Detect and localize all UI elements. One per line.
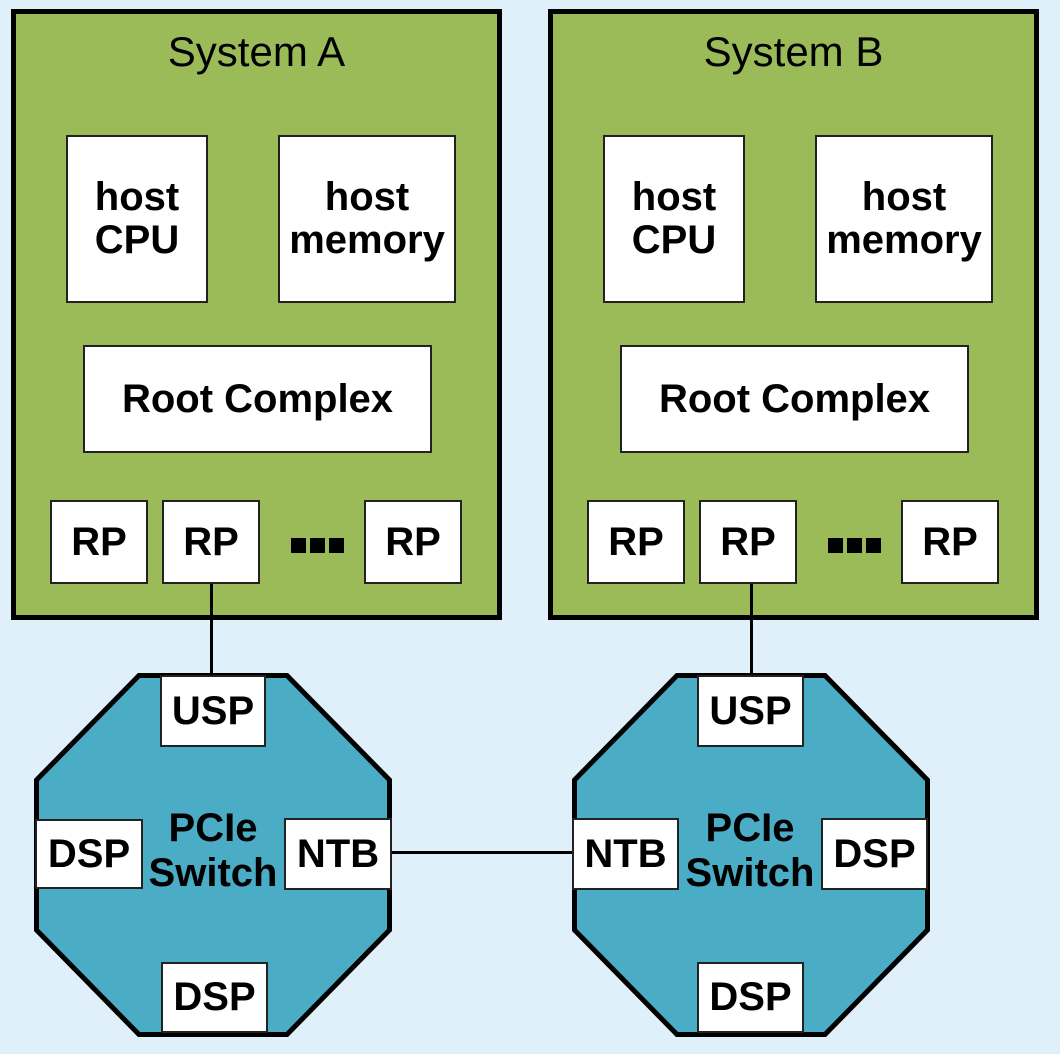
connector-ntb-to-ntb	[390, 851, 574, 854]
root-complex-label: Root Complex	[121, 376, 394, 421]
host-memory-line1: host	[861, 175, 947, 219]
switch-a-usp-port: USP	[160, 675, 266, 747]
host-cpu-line2: CPU	[631, 218, 717, 262]
root-complex-label: Root Complex	[658, 376, 931, 421]
system-b-rp3-box: RP	[901, 500, 999, 584]
switch-a-ntb-port: NTB	[284, 818, 392, 890]
host-cpu-line1: host	[94, 175, 180, 219]
rp-label: RP	[183, 519, 239, 564]
system-b-rp1-box: RP	[587, 500, 685, 584]
switch-a-dsp-bottom-port: DSP	[161, 962, 268, 1033]
rp-label: RP	[71, 519, 127, 564]
system-b-box: System B host CPU host memory Root Compl…	[548, 9, 1039, 620]
system-b-ellipsis	[828, 538, 881, 553]
system-b-title: System B	[703, 28, 884, 75]
host-cpu-line1: host	[631, 175, 717, 219]
system-b-host-cpu-box: host CPU	[603, 135, 745, 303]
rp-label: RP	[922, 519, 978, 564]
switch-b-usp-port: USP	[697, 675, 804, 747]
dsp-label: DSP	[833, 831, 916, 876]
rp-label: RP	[608, 519, 664, 564]
ellipsis-dot	[329, 538, 344, 553]
dsp-label: DSP	[47, 831, 131, 876]
switch-a-label: PCIe Switch	[143, 806, 283, 896]
switch-b-dsp-bottom-port: DSP	[697, 962, 804, 1033]
host-memory-line2: memory	[826, 218, 982, 262]
switch-label-line1: PCIe	[168, 806, 258, 850]
usp-label: USP	[709, 688, 792, 733]
ellipsis-dot	[866, 538, 881, 553]
system-a-rp1-box: RP	[50, 500, 148, 584]
dsp-label: DSP	[173, 975, 256, 1019]
system-b-root-complex-box: Root Complex	[620, 345, 969, 453]
switch-b-label: PCIe Switch	[680, 806, 820, 896]
system-a-rp2-box: RP	[162, 500, 260, 584]
dsp-label: DSP	[709, 975, 792, 1019]
system-b-rp2-box: RP	[699, 500, 797, 584]
ntb-label: NTB	[296, 831, 380, 876]
switch-label-line1: PCIe	[705, 806, 795, 850]
ntb-label: NTB	[584, 831, 667, 876]
ellipsis-dot	[847, 538, 862, 553]
ellipsis-dot	[291, 538, 306, 553]
usp-label: USP	[171, 688, 255, 733]
switch-b-ntb-port: NTB	[572, 818, 679, 890]
system-a-host-cpu-box: host CPU	[66, 135, 208, 303]
rp-label: RP	[385, 519, 441, 564]
system-a-title: System A	[167, 28, 346, 75]
ellipsis-dot	[828, 538, 843, 553]
switch-label-line2: Switch	[685, 851, 815, 895]
host-memory-line1: host	[324, 175, 410, 219]
host-cpu-line2: CPU	[94, 218, 180, 262]
connector-system-b-rp-to-switch-b-usp	[750, 584, 753, 676]
system-a-root-complex-box: Root Complex	[83, 345, 432, 453]
rp-label: RP	[720, 519, 776, 564]
system-a-ellipsis	[291, 538, 344, 553]
switch-label-line2: Switch	[148, 851, 278, 895]
ellipsis-dot	[310, 538, 325, 553]
host-memory-line2: memory	[289, 218, 445, 262]
switch-a-dsp-left-port: DSP	[35, 819, 143, 889]
system-a-box: System A host CPU host memory Root Compl…	[11, 9, 502, 620]
system-b-host-memory-box: host memory	[815, 135, 993, 303]
switch-b-dsp-right-port: DSP	[821, 818, 928, 890]
connector-system-a-rp-to-switch-a-usp	[210, 584, 213, 676]
system-a-rp3-box: RP	[364, 500, 462, 584]
system-a-host-memory-box: host memory	[278, 135, 456, 303]
